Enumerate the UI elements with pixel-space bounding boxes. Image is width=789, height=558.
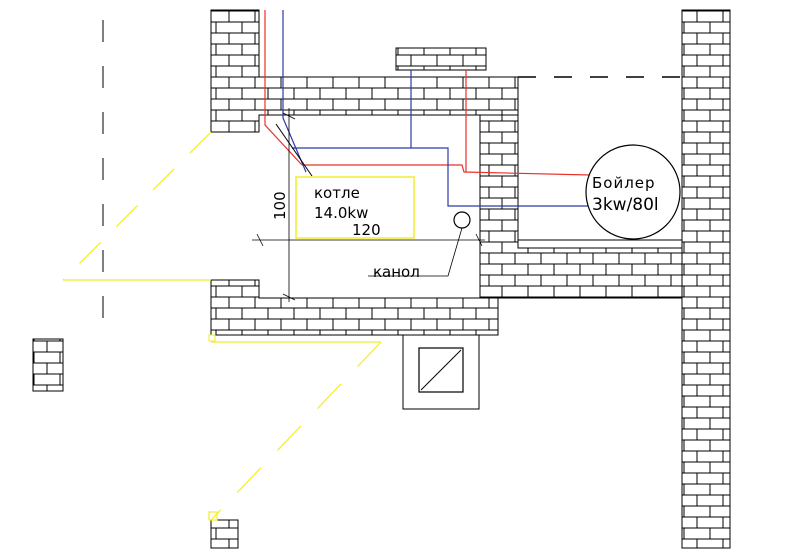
cold-pipe-vertical-left (282, 10, 307, 173)
wall-left-upper (210, 9, 260, 78)
flue-box (402, 334, 480, 410)
channel-leader (368, 227, 463, 277)
cold-pipe-main (292, 147, 590, 207)
dim-width-label: 120 (352, 221, 381, 239)
pipes (264, 10, 591, 207)
guide-marker-top (208, 334, 216, 342)
water-heater-circle (585, 144, 681, 240)
yellow-guides (62, 131, 382, 521)
black-pipe-branch (275, 123, 313, 177)
boiler-power-label: 14.0kw (314, 204, 368, 222)
boiler-box (295, 176, 415, 239)
water-heater-label-2: 3kw/80l (592, 195, 659, 215)
guide-upper-diagonal (62, 131, 212, 281)
dim-height-label: 100 (271, 191, 289, 220)
boiler-room-label: котле (314, 184, 360, 202)
hot-pipe-main (302, 164, 591, 176)
dimensions (252, 108, 485, 302)
wall-far-right (681, 9, 731, 549)
chimney-top (395, 47, 487, 71)
pillar-left (32, 338, 64, 392)
brick-walls (32, 9, 731, 549)
wall-bottom (210, 279, 499, 336)
guide-marker-small (208, 511, 218, 521)
wall-stub-bottom (210, 519, 239, 549)
hot-pipe-vertical-left (264, 10, 303, 166)
wall-outlines (259, 76, 682, 241)
channel-label: канол (373, 263, 420, 281)
channel-circle (453, 211, 471, 229)
guide-lower-diagonal (210, 341, 382, 521)
water-heater-label-1: Бойлер (592, 174, 656, 192)
